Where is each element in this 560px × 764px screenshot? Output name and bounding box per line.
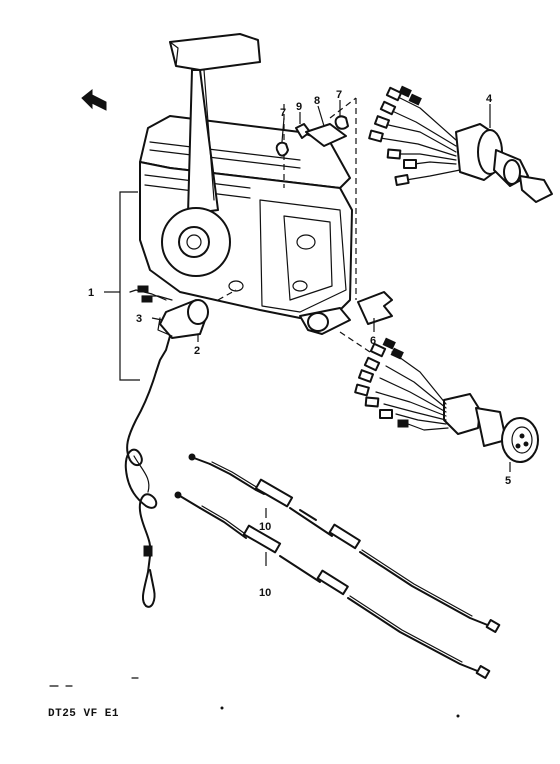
callout-6: 6 — [370, 335, 376, 347]
callout-8: 8 — [314, 95, 320, 107]
callout-7-left: 7 — [280, 107, 286, 119]
clip-part-7-right — [334, 100, 349, 130]
callout-9: 9 — [296, 101, 302, 113]
control-cable-upper — [188, 453, 501, 633]
direction-arrow-icon — [81, 88, 107, 111]
control-lever — [161, 33, 261, 277]
callout-7-right: 7 — [336, 89, 342, 101]
callout-leaders — [151, 317, 267, 566]
pin-part-8 — [305, 105, 347, 147]
model-code-label: DT25 VF E1 — [48, 708, 120, 720]
callout-5: 5 — [505, 475, 511, 487]
harness-connector-part-5 — [354, 337, 539, 472]
callout-10-upper: 10 — [259, 521, 271, 533]
callout-1: 1 — [88, 287, 94, 299]
callout-3: 3 — [136, 313, 142, 325]
clip-part-7-left — [275, 141, 289, 157]
callout-10-lower: 10 — [259, 587, 271, 599]
control-cable-lower — [174, 491, 491, 679]
callout-2: 2 — [194, 345, 200, 357]
main-switch-part-4 — [368, 85, 553, 203]
bracket-part-1 — [104, 191, 140, 381]
stop-switch — [129, 285, 209, 373]
callout-4: 4 — [486, 93, 493, 105]
scan-specks — [49, 677, 460, 718]
plate-part-6 — [357, 291, 393, 332]
lanyard-cord — [124, 371, 158, 608]
